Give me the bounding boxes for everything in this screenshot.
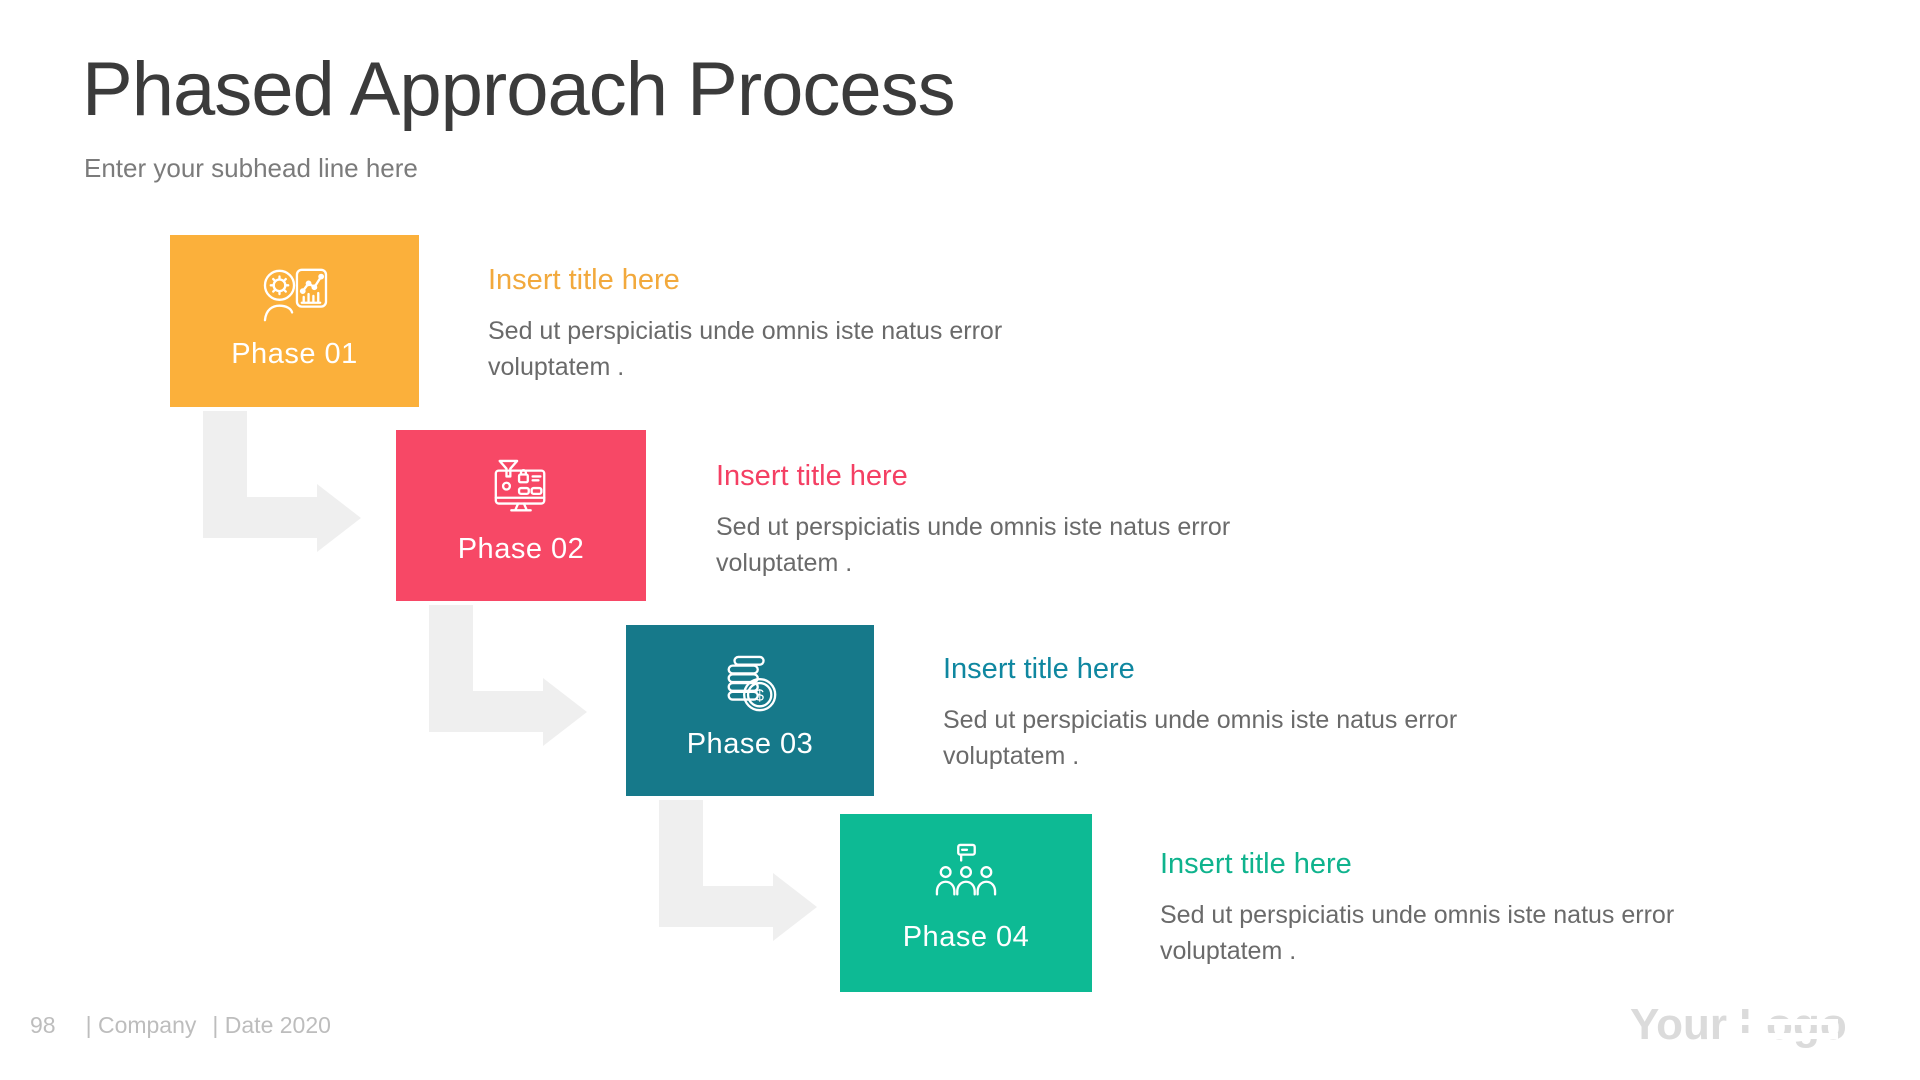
monitor-funnel-icon xyxy=(396,458,646,522)
phase-label: Phase 03 xyxy=(686,727,814,760)
phase-title: Insert title here xyxy=(488,264,680,296)
svg-text:$: $ xyxy=(755,688,764,705)
page-number: 98 xyxy=(30,1012,56,1038)
phase-title: Insert title here xyxy=(1160,848,1352,880)
elbow-arrow-icon xyxy=(659,800,817,941)
phase-01-box: Phase 01 xyxy=(170,235,419,407)
phase-title: Insert title here xyxy=(943,653,1135,685)
elbow-arrow-icon xyxy=(429,605,587,746)
phase-02-box: Phase 02 xyxy=(396,430,646,601)
phase-description: Sed ut perspiciatis unde omnis iste natu… xyxy=(943,706,1458,770)
footer-date: | Date 2020 xyxy=(212,1012,331,1038)
logo-stripe xyxy=(1742,1033,1838,1039)
phase-02-textblock: Insert title here Sed ut perspiciatis un… xyxy=(716,460,1376,581)
phase-01-textblock: Insert title here Sed ut perspiciatis un… xyxy=(488,264,1148,385)
phase-title: Insert title here xyxy=(716,460,908,492)
phase-description: Sed ut perspiciatis unde omnis iste natu… xyxy=(488,317,1003,381)
phase-04-box: Phase 04 xyxy=(840,814,1092,992)
page-title: Phased Approach Process xyxy=(82,47,956,132)
phase-label: Phase 02 xyxy=(457,532,585,565)
phase-03-box: $ Phase 03 xyxy=(626,625,874,796)
footer: 98 | Company | Date 2020 xyxy=(30,1012,331,1039)
page-subtitle: Enter your subhead line here xyxy=(84,153,418,183)
phase-description: Sed ut perspiciatis unde omnis iste natu… xyxy=(716,513,1231,577)
elbow-arrow-icon xyxy=(203,411,361,552)
your-logo: Your Logo xyxy=(1630,1000,1847,1049)
phase-03-textblock: Insert title here Sed ut perspiciatis un… xyxy=(943,653,1603,774)
logo-stripe xyxy=(1742,1019,1838,1025)
phase-description: Sed ut perspiciatis unde omnis iste natu… xyxy=(1160,901,1675,965)
head-gear-analytics-icon xyxy=(170,263,419,327)
coins-dollar-icon: $ xyxy=(626,653,874,717)
phase-label: Phase 01 xyxy=(231,338,358,371)
phase-label: Phase 04 xyxy=(902,920,1030,953)
phase-04-textblock: Insert title here Sed ut perspiciatis un… xyxy=(1160,848,1820,969)
footer-company: | Company xyxy=(85,1012,197,1038)
team-flag-icon xyxy=(840,842,1092,906)
